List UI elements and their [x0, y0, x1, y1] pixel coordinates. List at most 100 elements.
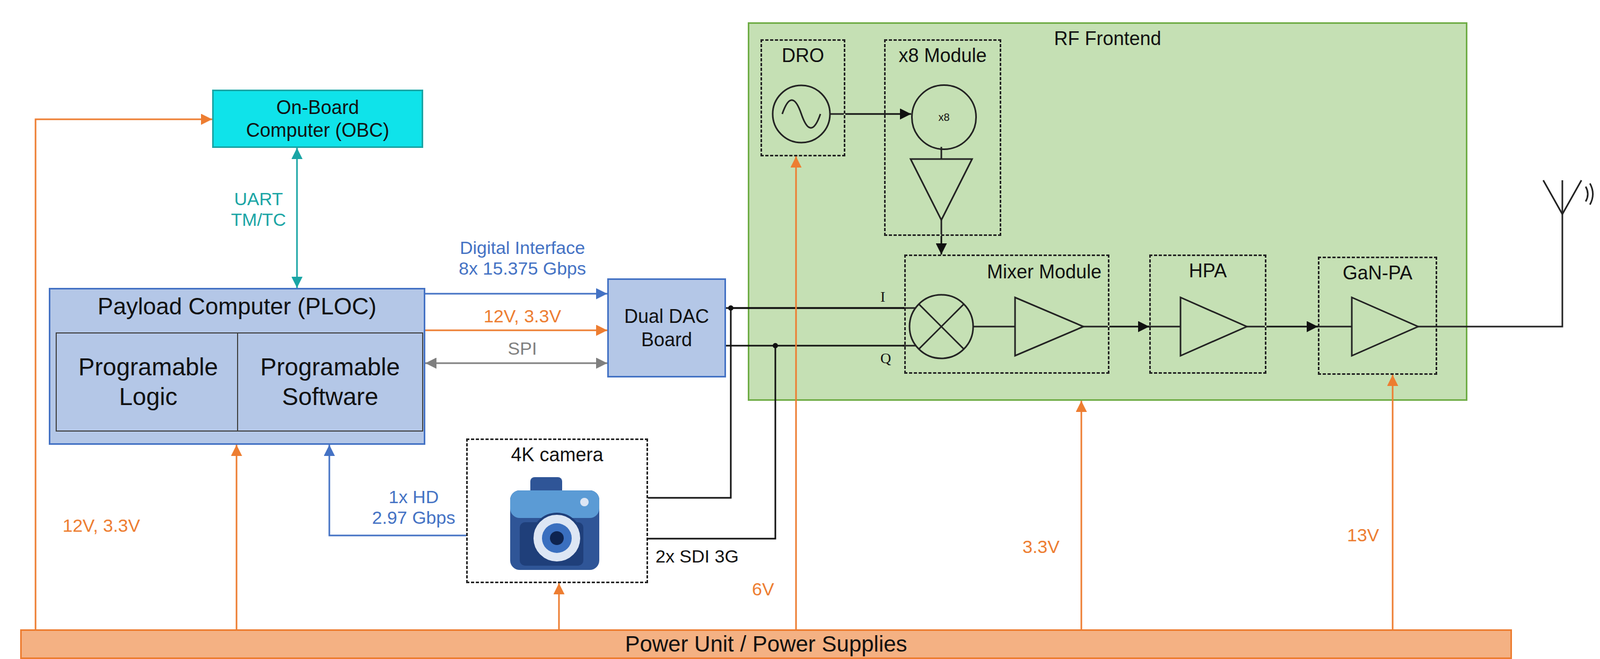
subsystem-box: Programable Logic	[55, 332, 241, 432]
camera-lens	[549, 531, 564, 546]
camera-lens	[541, 523, 572, 554]
oscillator-symbol	[772, 85, 844, 143]
antenna-symbol	[1543, 180, 1563, 215]
edge-label: I	[880, 288, 886, 306]
node-label: Payload Computer (PLOC)	[97, 292, 377, 321]
amplifier-symbol	[910, 146, 973, 235]
connector	[845, 113, 912, 116]
node-label: 4K camera	[510, 443, 603, 467]
connector	[329, 444, 467, 536]
mixer-circle	[909, 294, 974, 359]
camera-lens	[532, 513, 582, 563]
power-band: Power Unit / Power Supplies	[20, 629, 1512, 659]
edge-label-holder: 1x HD 2.97 Gbps	[371, 486, 457, 529]
wire	[902, 345, 916, 347]
edge-label: 12V, 3.3V	[483, 305, 562, 327]
edge-label-holder: SPI	[508, 338, 538, 360]
computer-box: On-Board Computer (OBC)	[212, 89, 424, 148]
amplifier-triangle	[1015, 297, 1084, 356]
module-box: x8 Modulex8	[884, 39, 1002, 236]
edge-label: Digital Interface 8x 15.375 Gbps	[453, 237, 592, 279]
connector	[726, 345, 905, 347]
amplifier-triangle	[910, 159, 973, 221]
node-label: On-Board Computer (OBC)	[238, 95, 398, 142]
connector	[1266, 326, 1318, 328]
edge-label: 1x HD 2.97 Gbps	[371, 486, 457, 529]
node-label: x8	[938, 110, 950, 124]
mixer-cross	[919, 304, 964, 349]
sine-wave	[782, 100, 821, 129]
edge-label-holder: 2x SDI 3G	[655, 546, 739, 567]
computer-box: Payload Computer (PLOC) Programable Logic…	[48, 287, 426, 445]
connector	[558, 583, 561, 630]
subsystem-box: Programable Software	[237, 332, 424, 432]
connector	[425, 293, 608, 295]
node-label: Programable Software	[238, 352, 423, 412]
edge-label: 6V	[752, 579, 775, 600]
node-label: GaN-PA	[1342, 261, 1413, 285]
amplifier-triangle	[1351, 297, 1419, 356]
connector	[648, 308, 905, 498]
connector	[425, 329, 608, 332]
connector	[35, 119, 213, 630]
rf-frontend-region: RF FrontendDRO x8 Modulex8Mixer Module HPA…	[747, 22, 1468, 401]
connector	[235, 444, 238, 630]
edge-label: 12V, 3.3V	[62, 515, 141, 537]
connector	[425, 362, 608, 365]
node-label: DRO	[781, 44, 825, 67]
edge-label-holder: 3.3V	[1022, 536, 1060, 558]
mixer-cross	[919, 304, 964, 349]
edge-label-holder: 12V, 3.3V	[483, 305, 562, 327]
dac-board: Dual DAC Board	[607, 278, 727, 378]
connector	[1080, 400, 1083, 630]
wire	[902, 307, 916, 310]
wire	[1083, 326, 1108, 328]
antenna-symbol	[1562, 180, 1582, 215]
camera-icon	[510, 477, 600, 571]
amplifier-triangle	[1180, 297, 1247, 356]
mixer-symbol	[902, 294, 1108, 359]
camera-flash	[580, 497, 589, 507]
node-label: Dual DAC Board	[608, 304, 725, 351]
edge-label: 3.3V	[1022, 536, 1060, 558]
antenna-symbol	[1561, 180, 1564, 215]
module-box: GaN-PA	[1317, 256, 1438, 375]
edge-label: Q	[880, 350, 891, 367]
module-box: Mixer Module	[904, 254, 1110, 374]
radio-wave	[1589, 183, 1594, 205]
connector	[1392, 374, 1394, 630]
connector	[795, 156, 798, 630]
edge-label: 2x SDI 3G	[655, 546, 739, 567]
antenna-feed	[1418, 214, 1563, 327]
wire	[648, 345, 776, 539]
wire	[973, 326, 1016, 328]
wire	[1147, 326, 1181, 328]
edge-label-holder: UART TM/TC	[228, 188, 290, 231]
edge-label: 13V	[1347, 525, 1380, 546]
connector	[296, 147, 299, 288]
oscillator-circle	[772, 85, 830, 143]
hpa-symbol	[1147, 297, 1265, 356]
edge-label-holder: I	[880, 288, 886, 306]
node-label: HPA	[1188, 259, 1227, 283]
radio-wave	[1585, 186, 1588, 202]
wire	[940, 146, 943, 160]
edge-label-holder: Digital Interface 8x 15.375 Gbps	[453, 237, 592, 279]
multiplier-circle: x8	[911, 84, 977, 151]
edge-label-holder: Q	[880, 350, 891, 367]
node-label: RF Frontend	[1053, 27, 1161, 50]
wire	[940, 220, 943, 235]
edge-label: SPI	[508, 338, 538, 360]
edge-label-holder: 13V	[1347, 525, 1380, 546]
edge-label-holder: 6V	[752, 579, 775, 600]
edge-label: UART TM/TC	[228, 188, 290, 231]
camera-body	[510, 490, 600, 571]
connector	[1109, 326, 1150, 328]
sdi-wire	[648, 345, 776, 539]
wire	[1246, 326, 1265, 328]
edge-label-holder: 12V, 3.3V	[62, 515, 141, 537]
module-box: DRO	[760, 39, 846, 157]
node-label: Programable Logic	[56, 352, 240, 412]
